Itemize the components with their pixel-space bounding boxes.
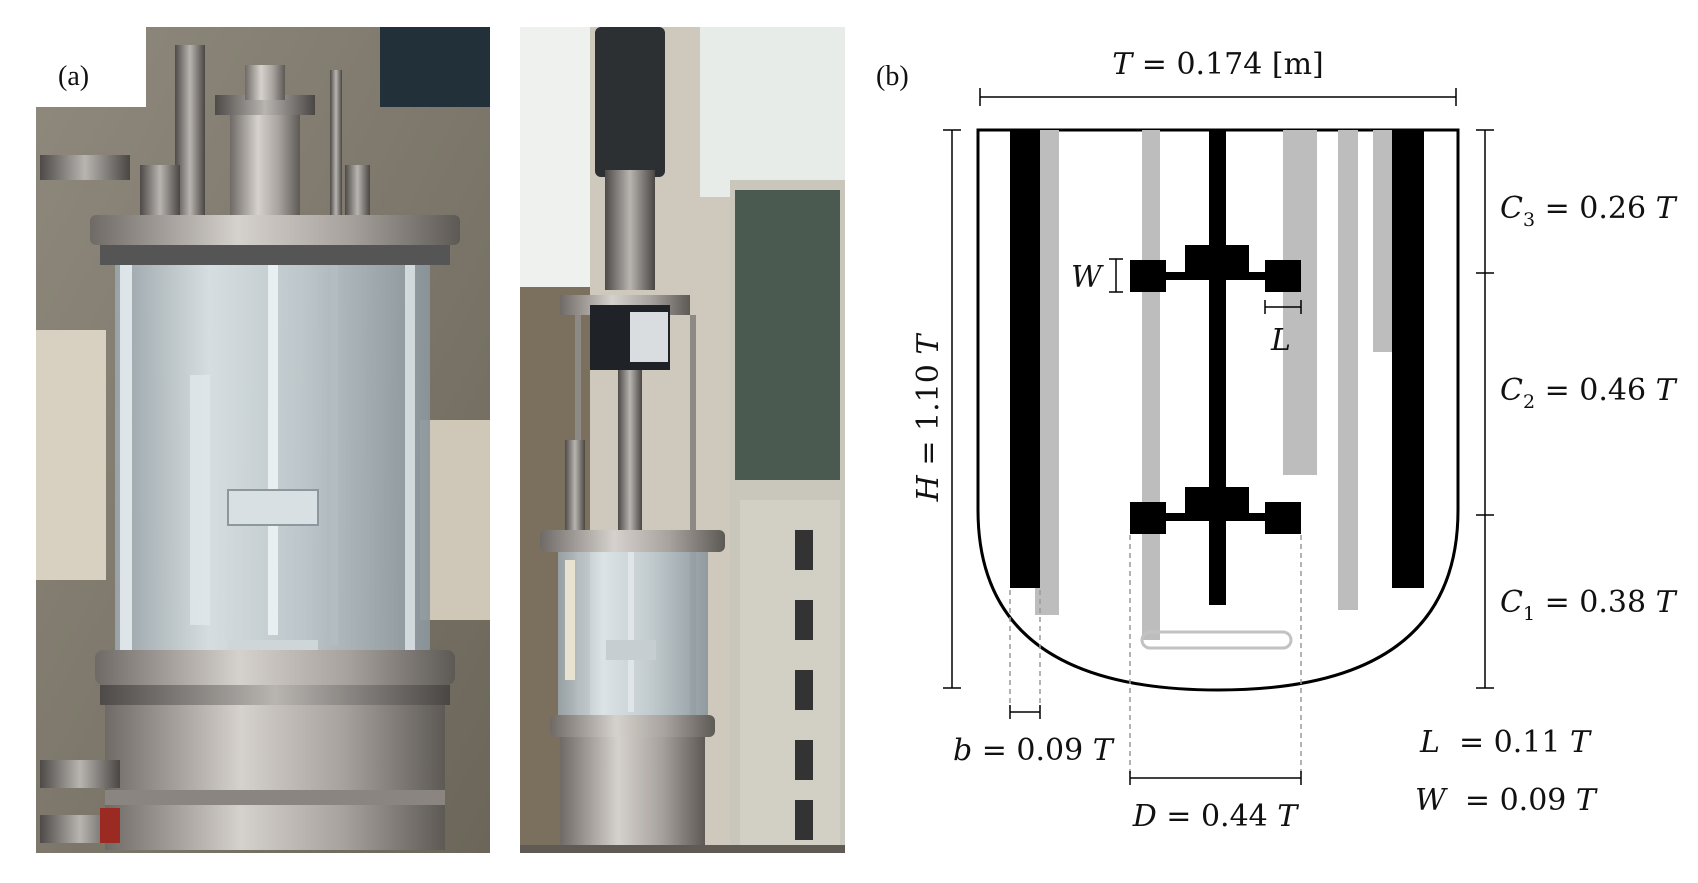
dimension-C bbox=[1476, 129, 1494, 689]
lower-impeller-blade-right bbox=[1265, 502, 1301, 534]
lower-impeller-arm bbox=[1165, 513, 1273, 521]
upper-impeller-blade-left bbox=[1130, 260, 1166, 292]
lower-impeller-blade-left bbox=[1130, 502, 1166, 534]
panel-a-label-background bbox=[36, 27, 146, 107]
dimension-D bbox=[1129, 771, 1302, 785]
probe-gray-short bbox=[1373, 130, 1395, 352]
label-C1: C1 = 0.38 T bbox=[1500, 585, 1678, 625]
equation-L: L = 0.11 T bbox=[1419, 725, 1592, 760]
dimension-b bbox=[1009, 705, 1041, 719]
label-H: H = 1.10 T bbox=[911, 333, 946, 503]
probe-gray bbox=[1338, 130, 1358, 610]
label-L-marker: L bbox=[1270, 323, 1291, 358]
label-C3: C3 = 0.26 T bbox=[1500, 191, 1678, 231]
upper-impeller-hub bbox=[1185, 245, 1249, 277]
panel-a-label: (a) bbox=[58, 61, 89, 92]
sparger-ring bbox=[1140, 630, 1293, 650]
label-W-marker: W bbox=[1071, 260, 1104, 295]
label-T: T = 0.174 [m] bbox=[1112, 47, 1324, 82]
label-C2: C2 = 0.46 T bbox=[1500, 373, 1678, 413]
equation-W: W = 0.09 T bbox=[1415, 783, 1598, 818]
sparger-pipe bbox=[1142, 130, 1160, 640]
baffle-gray bbox=[1283, 130, 1317, 475]
dimension-H bbox=[943, 129, 961, 689]
stirred-tank-diagram: T = 0.174 [m] H = 1.10 T C3 = 0.26 T C2 … bbox=[911, 47, 1678, 834]
upper-impeller-blade-right bbox=[1265, 260, 1301, 292]
panel-b-label: (b) bbox=[876, 61, 909, 92]
impeller-shaft bbox=[1209, 130, 1226, 605]
dimension-W-marker bbox=[1109, 258, 1123, 293]
baffle-left bbox=[1010, 130, 1040, 588]
upper-impeller-arm bbox=[1165, 272, 1273, 280]
label-D: D = 0.44 T bbox=[1132, 799, 1300, 834]
dimension-T bbox=[979, 88, 1457, 106]
dimension-L-marker bbox=[1264, 300, 1302, 314]
baffle-right bbox=[1392, 130, 1424, 588]
photo-glass-bioreactor bbox=[36, 27, 490, 853]
label-b: b = 0.09 T bbox=[953, 733, 1115, 768]
photo-bioreactor-assembly bbox=[520, 27, 845, 853]
